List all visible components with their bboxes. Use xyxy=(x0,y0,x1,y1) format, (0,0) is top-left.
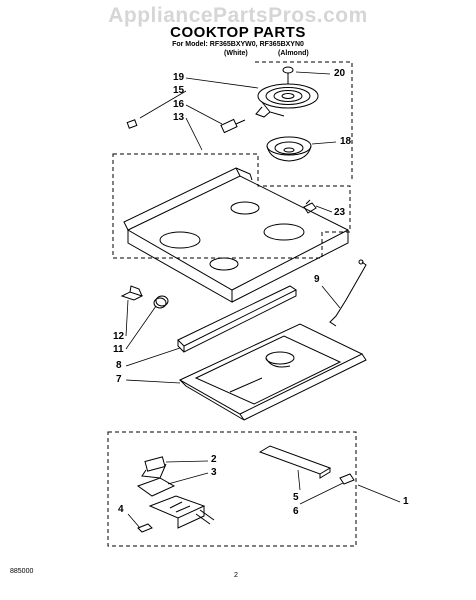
callout-13: 13 xyxy=(173,112,185,123)
plate-part xyxy=(136,477,176,497)
switch-part xyxy=(141,456,167,479)
callout-16: 16 xyxy=(173,99,185,110)
bracket-strip-part xyxy=(258,445,332,479)
model-numbers: For Model: RF365BXYW0, RF365BXYN0 xyxy=(172,41,304,48)
callout-19: 19 xyxy=(173,72,185,83)
callout-3: 3 xyxy=(211,467,217,478)
page-number: 2 xyxy=(234,572,238,579)
bracket-23-part xyxy=(303,199,317,214)
leader-lines xyxy=(125,71,401,529)
callout-5: 5 xyxy=(293,492,299,503)
wiring-block-part xyxy=(148,495,215,529)
page-title: COOKTOP PARTS xyxy=(170,24,306,41)
watermark: AppliancePartsPros.com xyxy=(108,4,368,27)
hinge-bracket-part xyxy=(120,285,144,301)
prop-rod-part xyxy=(329,259,367,327)
cooktop-panel-part xyxy=(123,167,350,303)
element-group-box xyxy=(255,61,353,182)
receptacle-part xyxy=(220,118,246,134)
drip-bowl-part xyxy=(266,136,312,162)
clip-part xyxy=(126,119,138,129)
callout-4: 4 xyxy=(118,504,124,515)
callout-20: 20 xyxy=(334,68,346,79)
callout-7: 7 xyxy=(116,374,122,385)
callout-18: 18 xyxy=(340,136,352,147)
clip-6-part xyxy=(339,473,355,485)
doc-number: 885000 xyxy=(10,568,34,575)
front-trim-part xyxy=(177,285,297,353)
bumper-part xyxy=(153,295,169,309)
callout-8: 8 xyxy=(116,360,122,371)
callout-12: 12 xyxy=(113,331,125,342)
burner-box-part xyxy=(178,323,367,421)
switch-group-box xyxy=(107,431,357,547)
clip-4-part xyxy=(137,523,153,533)
callout-15: 15 xyxy=(173,85,185,96)
callout-1: 1 xyxy=(403,496,409,507)
callout-2: 2 xyxy=(211,454,217,465)
variant-almond: (Almond) xyxy=(278,50,309,57)
callout-11: 11 xyxy=(113,344,124,355)
callout-6: 6 xyxy=(293,506,299,517)
callout-9: 9 xyxy=(314,274,320,285)
surface-element-part xyxy=(255,66,319,118)
variant-white: (White) xyxy=(224,50,248,57)
cooktop-group-box xyxy=(112,153,351,259)
callout-23: 23 xyxy=(334,207,346,218)
